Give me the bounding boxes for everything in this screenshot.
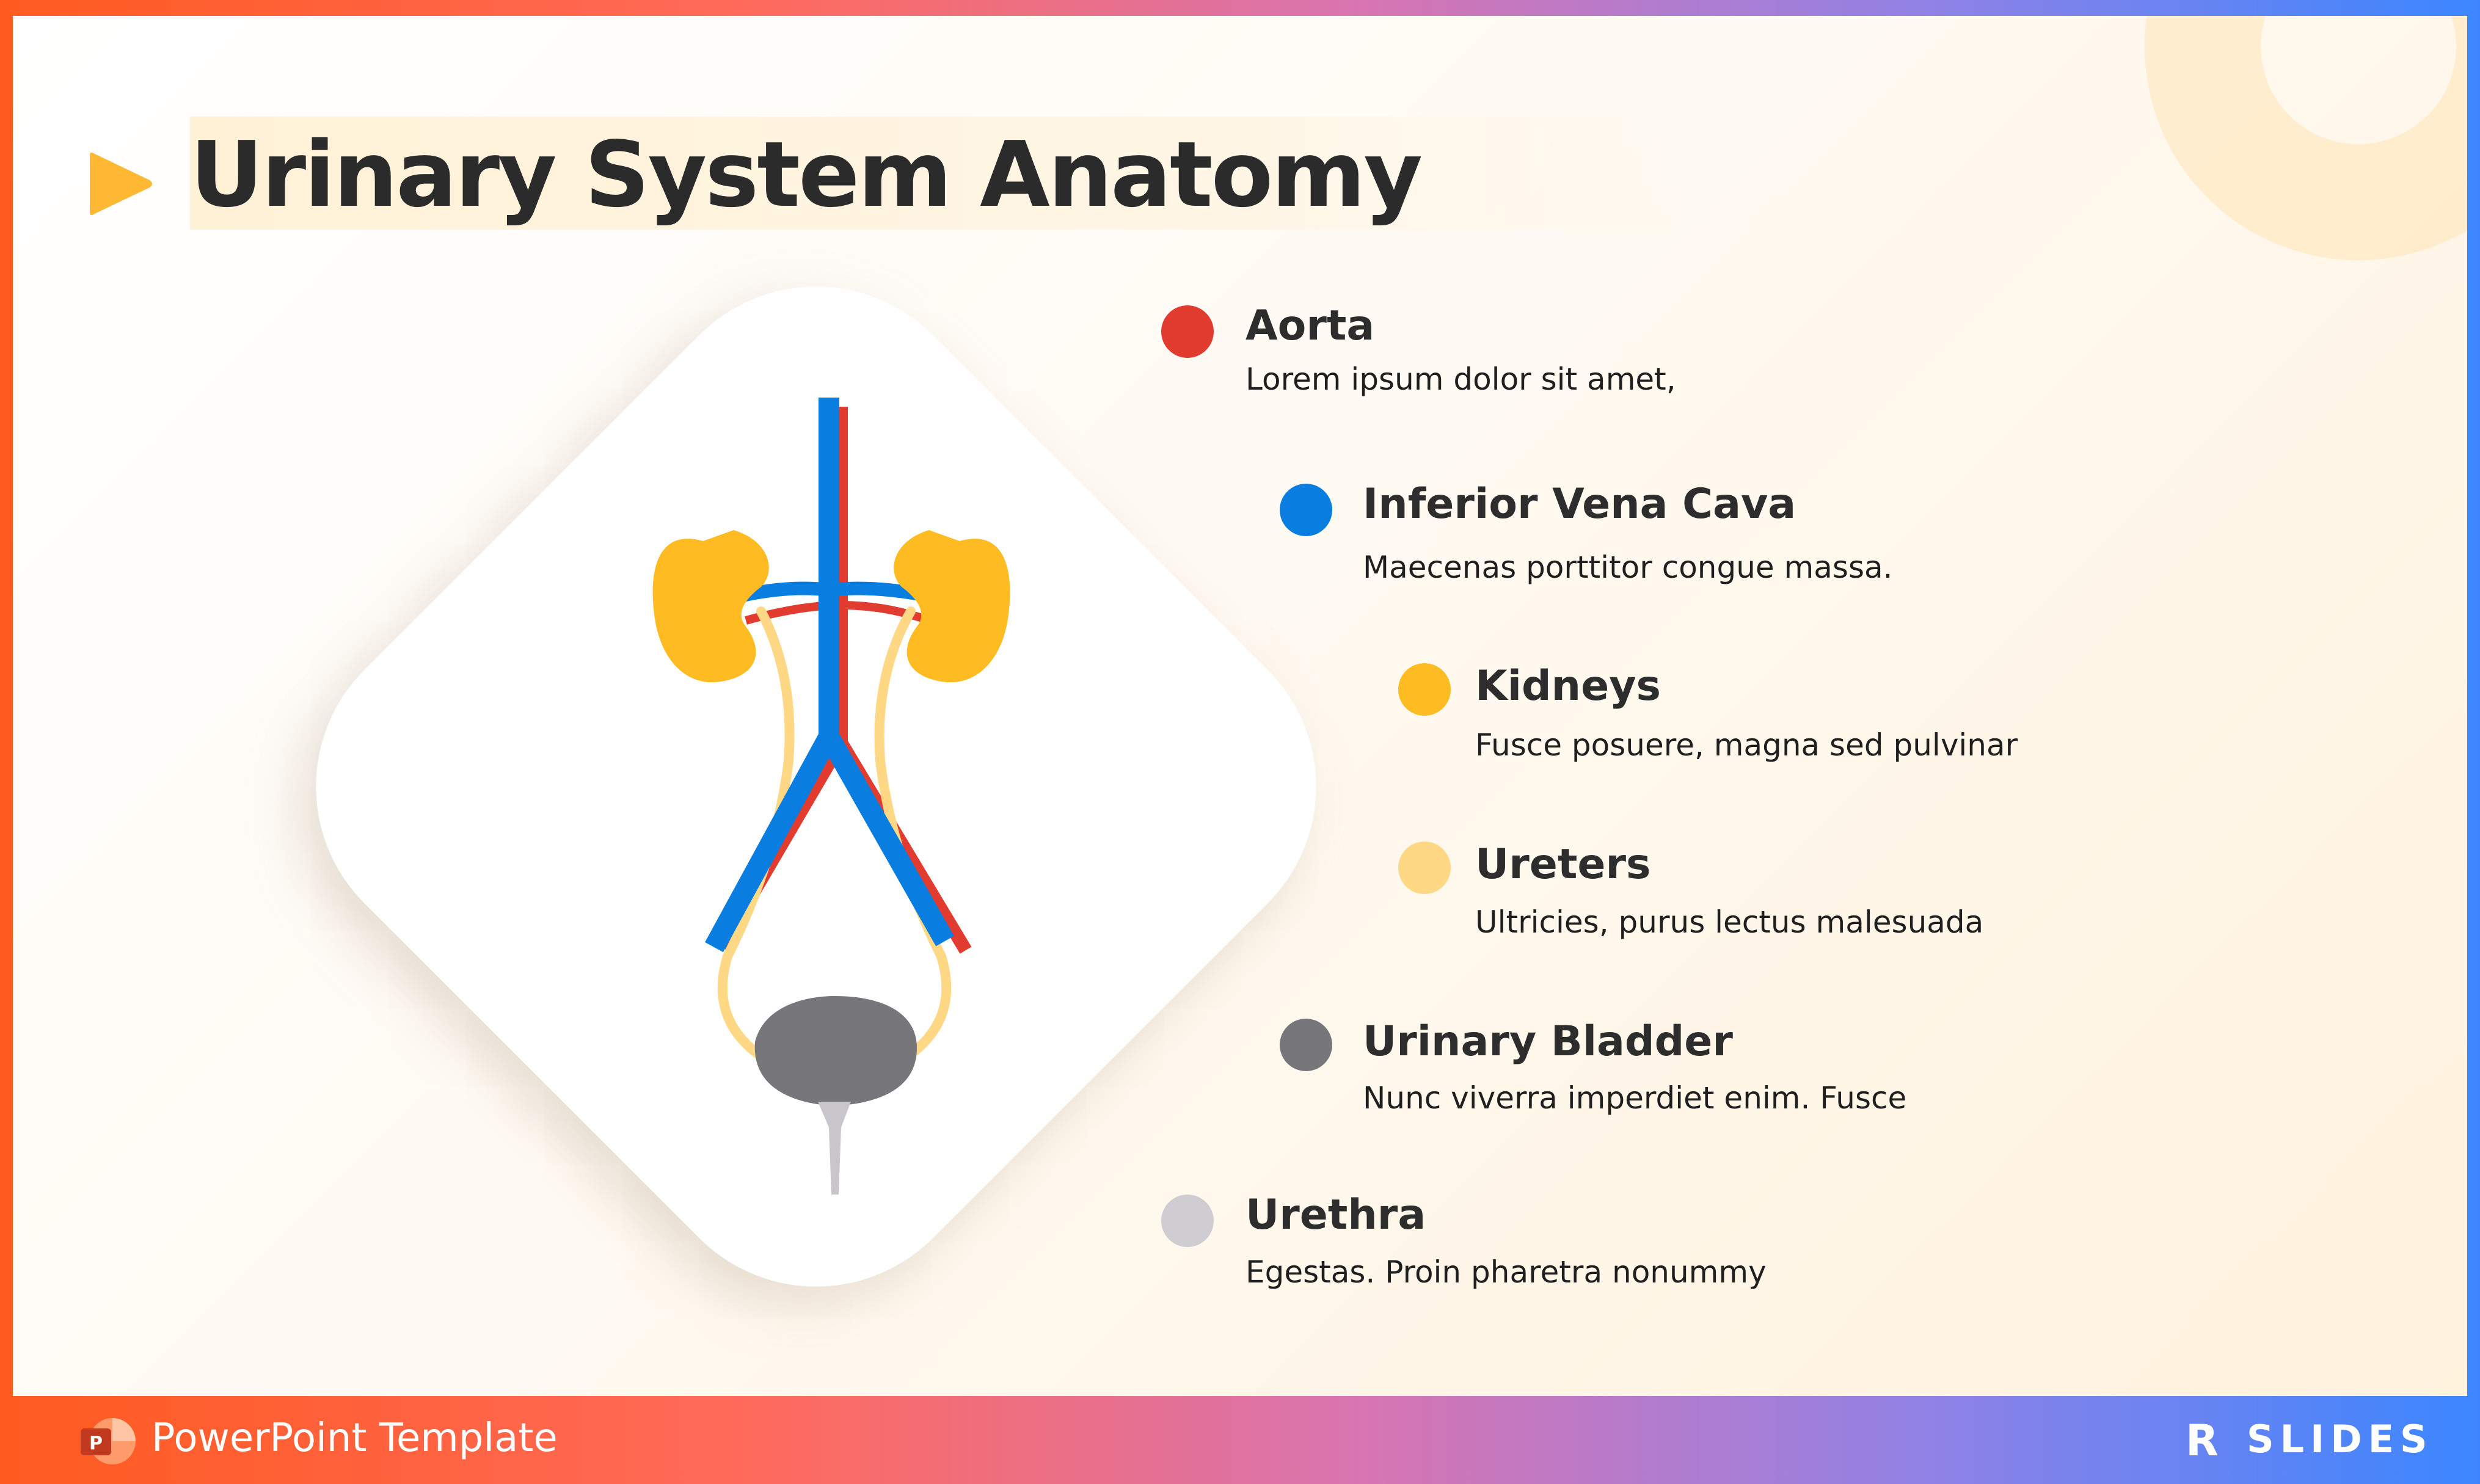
ureters-dot [1398,842,1451,894]
kidney-left [653,530,769,682]
inferior-vena-cava-description: Maecenas porttitor congue massa. [1363,550,1893,585]
inferior-vena-cava-dot [1280,484,1332,536]
slide: Urinary System Anatomy Aorta Lorem ipsum… [13,16,2467,1396]
urinary-bladder-dot [1280,1019,1332,1071]
urethra-description: Egestas. Proin pharetra nonummy [1245,1254,1767,1290]
vena-cava-right-branch [829,737,945,941]
urinary-system-illustration [624,370,1039,1213]
ureters-description: Ultricies, purus lectus malesuada [1475,904,1983,940]
urinary-bladder-description: Nunc viverra imperdiet enim. Fusce [1363,1080,1906,1116]
kidney-right [894,530,1010,682]
play-arrow-icon [86,147,156,220]
aorta-dot [1161,305,1214,358]
kidneys-dot [1398,663,1451,716]
urethra-title: Urethra [1245,1191,1426,1239]
aorta-description: Lorem ipsum dolor sit amet, [1245,362,1676,397]
bladder-shape [755,996,917,1106]
kidneys-description: Fusce posuere, magna sed pulvinar [1475,727,2018,763]
ureters-title: Ureters [1475,840,1651,889]
decorative-ring [2145,16,2467,260]
kidneys-title: Kidneys [1475,662,1661,710]
footer-label: PowerPoint Template [151,1416,558,1461]
brand-prefix: R [2186,1416,2219,1466]
aorta-title: Aorta [1245,302,1374,350]
powerpoint-icon: P [78,1415,137,1468]
brand-name: SLIDES [2247,1417,2434,1461]
urinary-bladder-title: Urinary Bladder [1363,1017,1733,1066]
urethra-shape [818,1102,851,1195]
svg-text:P: P [89,1433,103,1454]
urethra-dot [1161,1195,1214,1247]
slide-title: Urinary System Anatomy [190,120,1421,230]
renal-artery-right [841,605,929,620]
inferior-vena-cava-title: Inferior Vena Cava [1363,480,1796,528]
